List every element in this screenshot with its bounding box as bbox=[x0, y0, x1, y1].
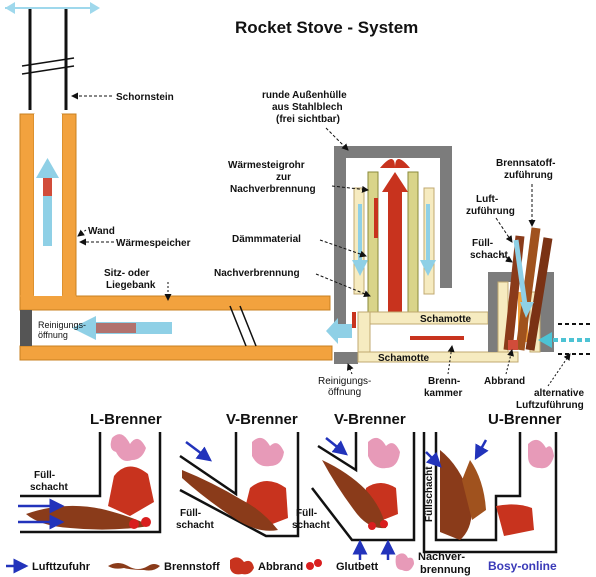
legend-nach-1: Nachver- bbox=[418, 551, 465, 563]
riser-flame-arrow-icon bbox=[352, 159, 436, 314]
return-flow-arrow-icon bbox=[72, 316, 172, 340]
v-burner-1-fuell-1: Füll- bbox=[180, 508, 201, 519]
v-burner-1-fuell-2: schacht bbox=[176, 520, 214, 531]
label-reinigung-left-1: Reinigungs- bbox=[38, 320, 86, 330]
l-burner-fuell-2: schacht bbox=[30, 482, 68, 493]
label-brennstoff-zu-2: zuführung bbox=[504, 170, 553, 181]
legend-nach-2: brennung bbox=[420, 564, 471, 576]
l-burner-title: L-Brenner bbox=[90, 411, 162, 428]
label-luft-2: zuführung bbox=[466, 206, 515, 217]
label-huelle-2: aus Stahlblech bbox=[272, 102, 343, 113]
label-fuell-2: schacht bbox=[470, 250, 508, 261]
label-schamotte-top: Schamotte bbox=[420, 314, 472, 325]
cleaning-flow-arrow-icon bbox=[326, 312, 356, 344]
label-alt-1: alternative bbox=[534, 388, 584, 399]
label-daemm: Dämmmaterial bbox=[232, 234, 301, 245]
label-sitz-2: Liegebank bbox=[106, 280, 156, 291]
v-burner-2: V-Brenner Füll- schacht bbox=[292, 411, 416, 560]
label-fuell-1: Füll- bbox=[472, 238, 493, 249]
label-schornstein: Schornstein bbox=[116, 92, 174, 103]
v-burner-2-fuell-2: schacht bbox=[292, 520, 330, 531]
label-luft-1: Luft- bbox=[476, 194, 498, 205]
label-alt-2: Luftzuführung bbox=[516, 400, 584, 411]
alternative-air-arrow-icon bbox=[538, 323, 590, 355]
label-waermespeicher: Wärmespeicher bbox=[116, 238, 191, 249]
feed-air-arrow-icon bbox=[513, 239, 534, 318]
legend-luft: Lufttzufuhr bbox=[32, 561, 91, 573]
brand-label: Bosy-online bbox=[488, 559, 557, 573]
label-brenn-2: kammer bbox=[424, 388, 462, 399]
heat-storage-bench bbox=[19, 113, 333, 361]
legend-abbrand: Abbrand bbox=[258, 561, 303, 573]
v-burner-2-title: V-Brenner bbox=[334, 411, 406, 428]
label-brennstoff-zu-1: Brennsatoff- bbox=[496, 158, 555, 169]
l-burner-fuell-1: Füll- bbox=[34, 470, 55, 481]
exhaust-arrow-right-icon bbox=[90, 2, 100, 14]
label-abbrand: Abbrand bbox=[484, 376, 525, 387]
label-reinigung-left-2: öffnung bbox=[38, 330, 68, 340]
label-huelle-1: runde Außenhülle bbox=[262, 90, 347, 101]
l-burner: L-Brenner Füll- schacht bbox=[18, 411, 162, 534]
v-burner-1: V-Brenner Füll- schacht bbox=[176, 411, 300, 538]
chimney bbox=[5, 2, 100, 110]
label-sitz-1: Sitz- oder bbox=[104, 268, 150, 279]
rising-air-arrow-icon bbox=[36, 158, 59, 246]
label-nachverbrennung: Nachverbrennung bbox=[214, 268, 300, 279]
u-burner: U-Brenner Füllschacht bbox=[422, 411, 562, 554]
label-huelle-3: (frei sichtbar) bbox=[276, 114, 340, 125]
steel-outer-shell bbox=[334, 146, 452, 364]
legend-brennstoff: Brennstoff bbox=[164, 561, 220, 573]
label-reinigung-right-1: Reinigungs- bbox=[318, 376, 371, 387]
label-brenn-1: Brenn- bbox=[428, 376, 460, 387]
label-wand: Wand bbox=[88, 226, 115, 237]
v-burner-2-fuell-1: Füll- bbox=[296, 508, 317, 519]
label-reinigung-right-2: öffnung bbox=[328, 387, 361, 398]
exhaust-arrow-left-icon bbox=[5, 2, 15, 14]
label-waermesteig-2: zur bbox=[276, 172, 291, 183]
u-burner-fuellschacht: Füllschacht bbox=[424, 466, 435, 522]
u-burner-title: U-Brenner bbox=[488, 411, 562, 428]
page-title: Rocket Stove - System bbox=[235, 18, 418, 37]
label-waermesteig-3: Nachverbrennung bbox=[230, 184, 316, 195]
legend-glutbett: Glutbett bbox=[336, 561, 378, 573]
label-schamotte-bottom: Schamotte bbox=[378, 353, 430, 364]
legend: Lufttzufuhr Brennstoff Abbrand Glutbett … bbox=[6, 551, 557, 576]
label-waermesteig-1: Wärmesteigrohr bbox=[228, 160, 305, 171]
v-burner-1-title: V-Brenner bbox=[226, 411, 298, 428]
